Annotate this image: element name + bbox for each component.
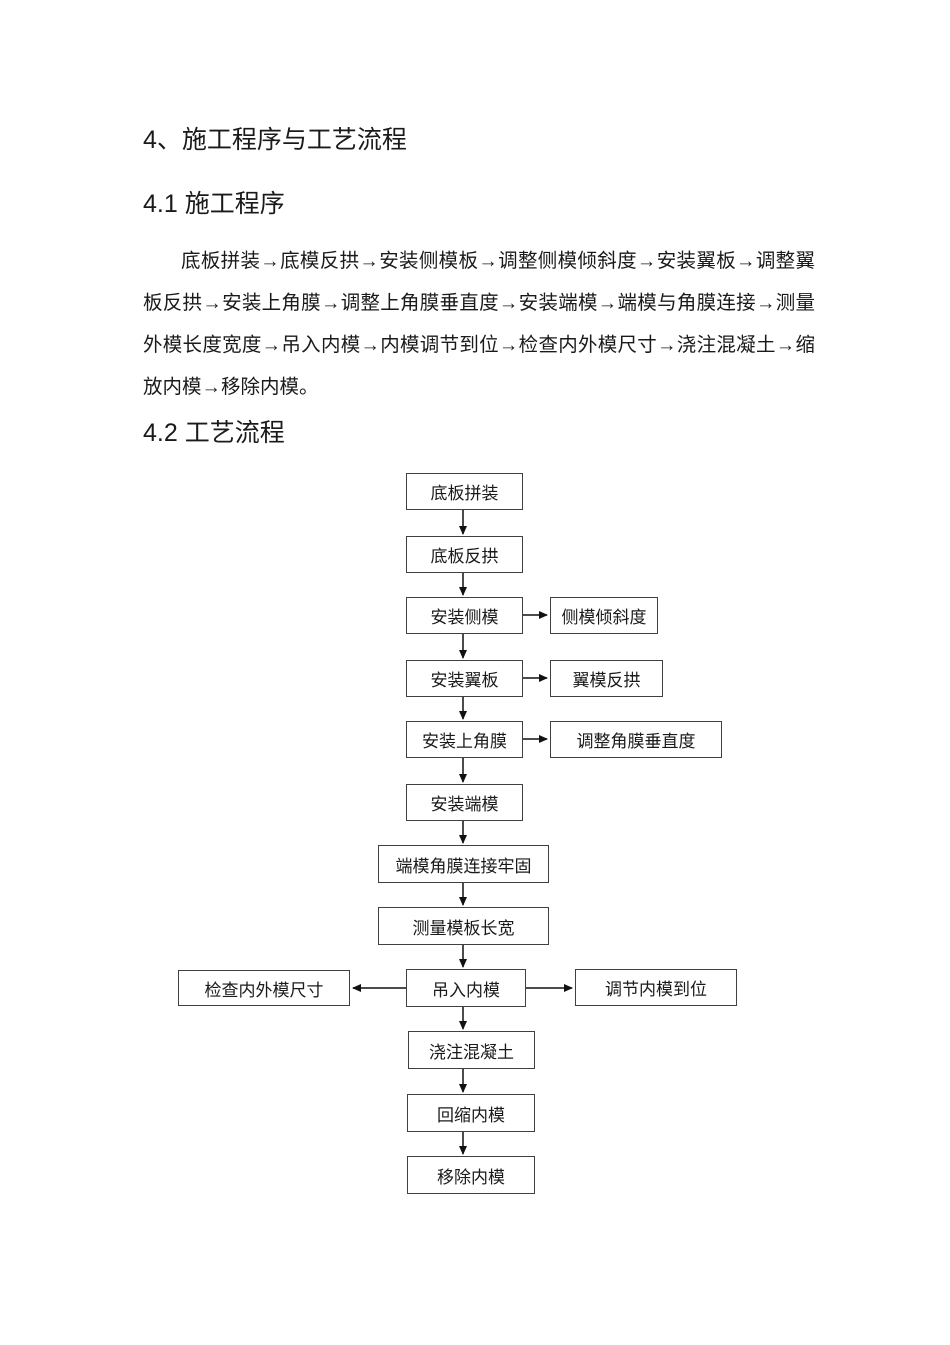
flow-box-install-side-form: 安装侧模 [406,597,523,634]
process-flowchart: 底板拼装 底板反拱 安装侧模 侧模倾斜度 安装翼板 翼模反拱 安装上角膜 调整角… [0,465,950,1215]
flow-box-hoist-inner-form: 吊入内模 [406,969,526,1007]
flow-box-adjust-inner-form-position: 调节内模到位 [575,969,737,1006]
procedure-text-line: 板反拱→安装上角膜→调整上角膜垂直度→安装端模→端模与角膜连接→测量 [143,293,815,314]
procedure-text-line: 外模长度宽度→吊入内模→内模调节到位→检查内外模尺寸→浇注混凝土→缩 [143,335,815,356]
flow-box-wing-form-camber: 翼模反拱 [550,660,663,697]
flow-box-remove-inner-form: 移除内模 [407,1156,535,1194]
flow-box-pour-concrete: 浇注混凝土 [408,1031,535,1069]
subsection-heading-4-2: 4.2 工艺流程 [143,419,285,447]
flow-box-install-upper-corner-form: 安装上角膜 [406,721,523,758]
flow-box-check-inner-outer-form-size: 检查内外模尺寸 [178,970,350,1006]
procedure-text-line: 放内模→移除内模。 [143,377,319,398]
flow-box-end-form-connection: 端模角膜连接牢固 [378,845,549,883]
flow-box-bottom-plate-assembly: 底板拼装 [406,473,523,510]
flow-box-install-end-form: 安装端模 [406,784,523,821]
flow-box-adjust-corner-form-verticality: 调整角膜垂直度 [550,721,722,758]
subsection-heading-4-1: 4.1 施工程序 [143,190,285,218]
procedure-paragraph: 底板拼装→底模反拱→安装侧模板→调整侧模倾斜度→安装翼板→调整翼 板反拱→安装上… [143,241,815,409]
flow-box-install-wing-plate: 安装翼板 [406,660,523,697]
flow-box-measure-form-dimensions: 测量模板长宽 [378,907,549,945]
section-heading: 4、施工程序与工艺流程 [143,126,407,154]
flow-box-side-form-inclination: 侧模倾斜度 [550,597,658,634]
flow-box-bottom-plate-camber: 底板反拱 [406,536,523,573]
flow-box-retract-inner-form: 回缩内模 [407,1094,535,1132]
procedure-text-line: 底板拼装→底模反拱→安装侧模板→调整侧模倾斜度→安装翼板→调整翼 [181,251,815,272]
